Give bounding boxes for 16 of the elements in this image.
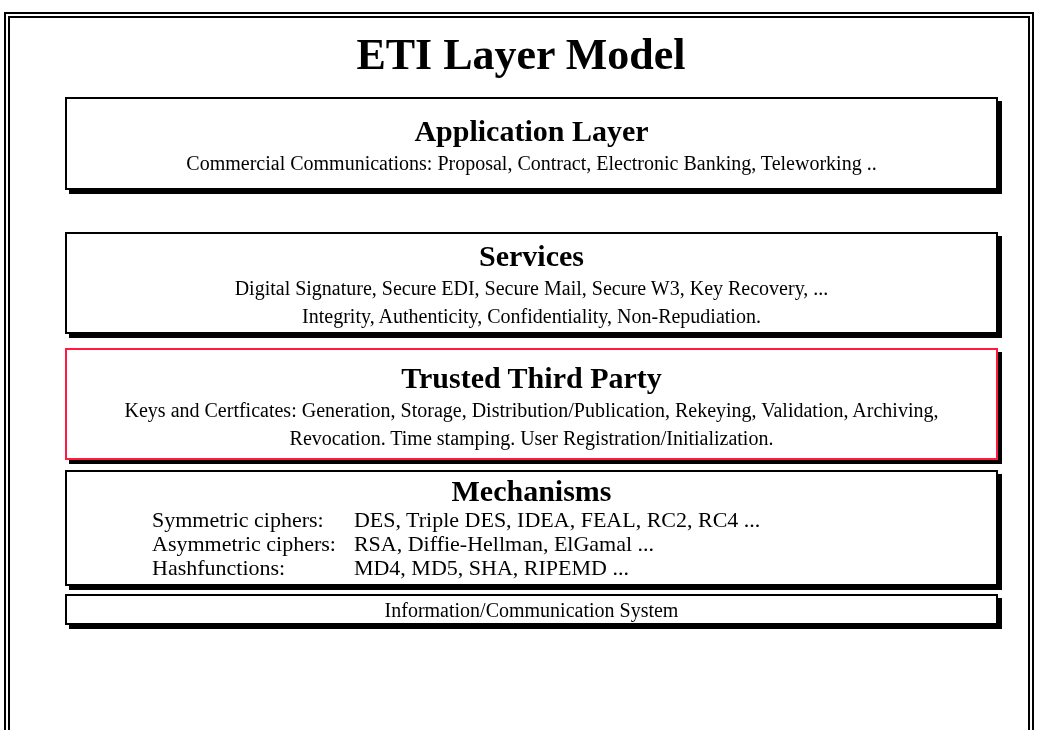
layer-heading: Trusted Third Party [400, 360, 663, 396]
layer-description: Commercial Communications: Proposal, Contract, Electronic Banking, Teleworking .. [185, 151, 878, 177]
category-label: Hashfunctions: [152, 556, 286, 580]
diagram-title: ETI Layer Model [355, 30, 687, 80]
layer-heading: Mechanisms [450, 474, 613, 508]
layer-heading: Services [478, 238, 585, 274]
algorithm-list: MD4, MD5, SHA, RIPEMD ... [353, 556, 761, 580]
layer-description: Integrity, Authenticity, Confidentiality, Non-Repudiation. [301, 304, 762, 330]
algorithm-list: RSA, Diffie-Hellman, ElGamal ... [353, 532, 761, 556]
algorithm-list: DES, Triple DES, IDEA, FEAL, RC2, RC4 ... [353, 508, 761, 532]
layer-heading: Application Layer [413, 113, 650, 149]
category-label: Asymmetric ciphers: [152, 532, 336, 556]
category-label: Symmetric ciphers: [152, 508, 325, 532]
layer-heading: Information/Communication System [383, 598, 680, 624]
layer-description: Keys and Certficates: Generation, Storage, Distribution/Publication, Rekeying, Validation, Archiving, Revocation. Time stamping. User Registration/Initialization. [123, 398, 940, 452]
layer-description: Digital Signature, Secure EDI, Secure Mail, Secure W3, Key Recovery, ... [233, 276, 830, 302]
